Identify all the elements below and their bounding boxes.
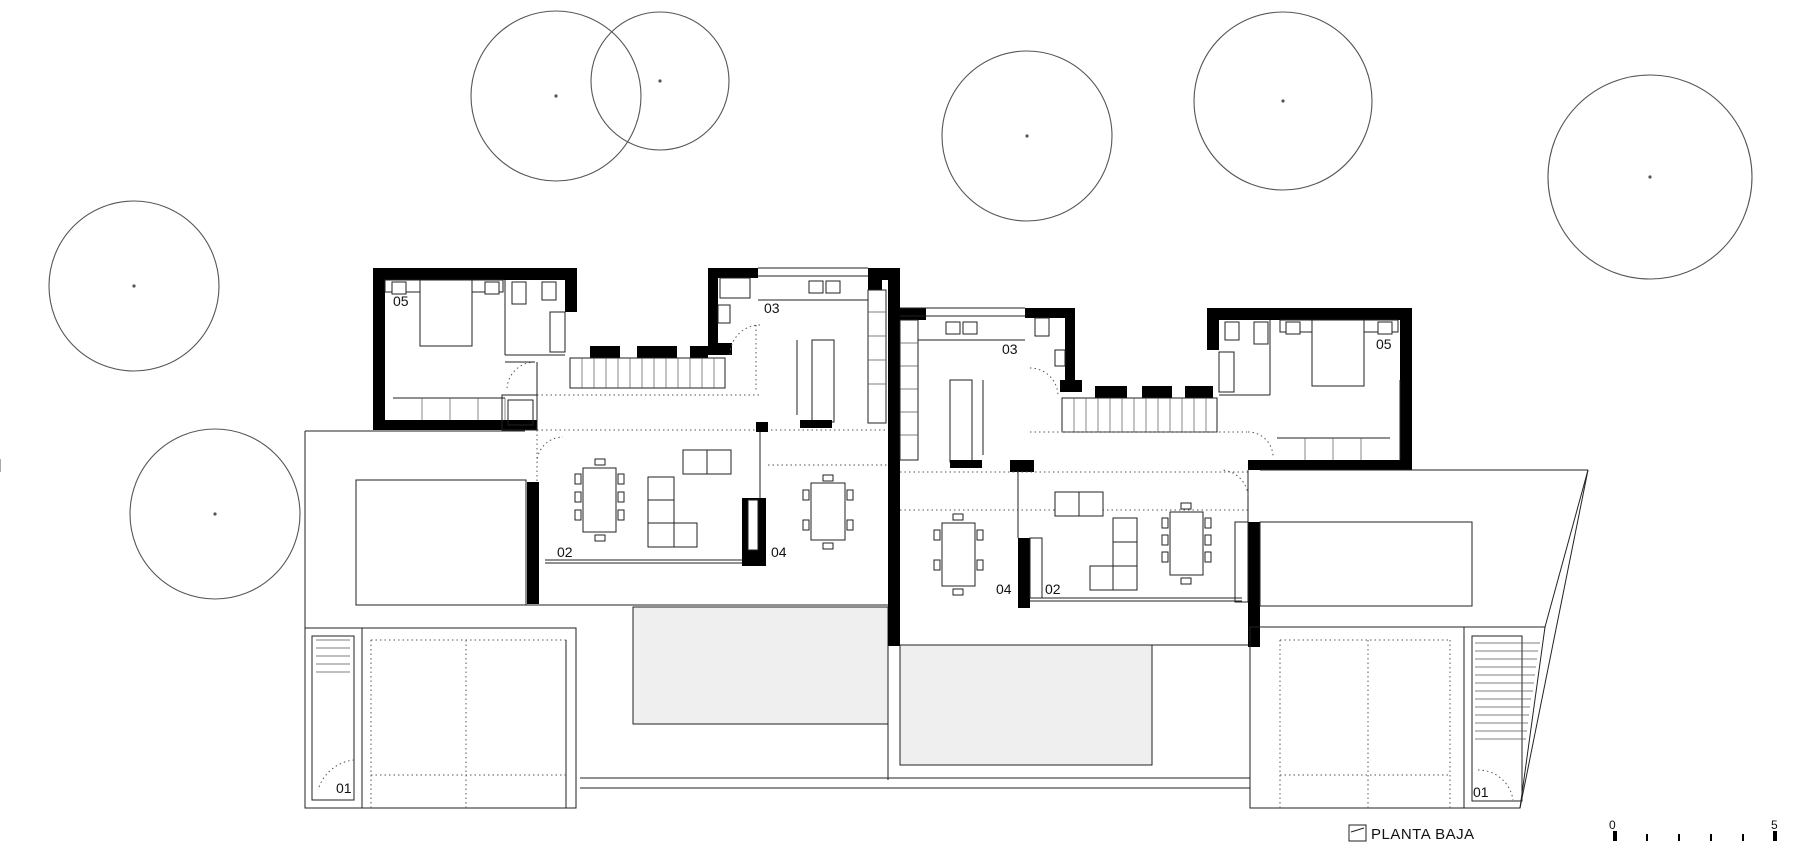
room-label-entrance-right: 01 (1473, 784, 1489, 800)
drawing-title-text: PLANTA BAJA (1371, 826, 1475, 843)
swimming-pool (580, 606, 1250, 789)
trees (48, 10, 1753, 600)
sofa-icon (647, 476, 675, 548)
bed-icon (1311, 319, 1365, 387)
north-icon (1348, 824, 1367, 842)
left-dwelling (304, 267, 896, 809)
room-label-dining-left: 04 (771, 544, 787, 560)
tree-icon (941, 50, 1113, 222)
scale-bar-start-label: 0 (1609, 818, 1616, 832)
scale-bar-end-label: 5 (1771, 818, 1778, 832)
tree-icon (48, 200, 220, 372)
dining-table-icon (941, 522, 976, 587)
room-label-terrace-left: 02 (557, 544, 573, 560)
dining-table-icon (1169, 511, 1204, 576)
drawing-title: PLANTA BAJA (1348, 824, 1475, 843)
room-labels: 01 02 03 04 05 01 02 03 04 05 (336, 293, 1489, 800)
tree-icon (470, 10, 642, 182)
room-label-kitchen-left: 03 (764, 300, 780, 316)
room-label-kitchen-right: 03 (1002, 341, 1018, 357)
dining-table-icon (582, 467, 617, 533)
sofa-icon (1112, 517, 1138, 591)
scale-bar: 0 5 (1609, 818, 1778, 841)
dining-table-icon (810, 482, 846, 541)
tree-icon (590, 11, 730, 151)
room-label-bedroom-left: 05 (393, 293, 409, 309)
room-label-bedroom-right: 05 (1376, 336, 1392, 352)
room-label-terrace-right: 02 (1045, 581, 1061, 597)
room-label-entrance-left: 01 (336, 780, 352, 796)
bed-icon (419, 279, 473, 347)
tree-icon (129, 428, 301, 600)
tree-icon (1193, 11, 1373, 191)
tree-icon (1547, 74, 1753, 280)
right-dwelling (899, 307, 1589, 809)
room-label-dining-right: 04 (996, 581, 1012, 597)
